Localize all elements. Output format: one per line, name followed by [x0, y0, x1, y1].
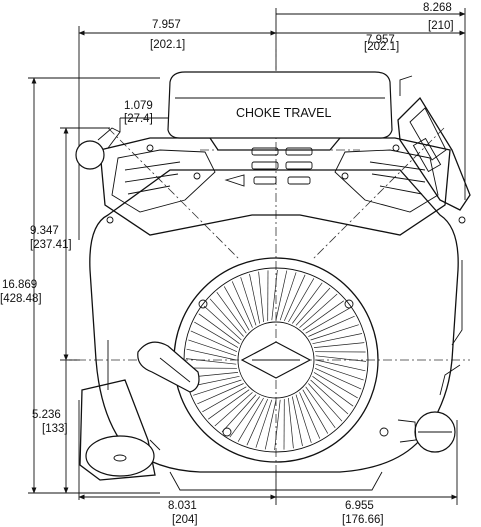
- dim-bottom-right-mm: [176.66]: [342, 514, 384, 526]
- blower-spoke: [310, 324, 359, 341]
- blower-spoke: [308, 383, 343, 422]
- blower-spoke: [190, 330, 238, 353]
- blower-spoke: [221, 394, 257, 433]
- blower-spoke: [255, 399, 273, 448]
- blower-spoke: [271, 269, 278, 321]
- dim-height-total-in: 16.869: [2, 279, 37, 291]
- blower-spoke: [312, 376, 354, 407]
- blower-spoke: [275, 270, 288, 321]
- muffler: [79, 340, 156, 481]
- blower-spoke: [312, 333, 363, 345]
- dim-top-far-in: 8.268: [423, 2, 452, 14]
- engine-body: [89, 71, 466, 473]
- oil-fill-cap: [397, 260, 463, 453]
- blower-spoke: [246, 398, 269, 446]
- blower-spoke: [185, 358, 237, 365]
- blower-spoke: [315, 359, 366, 372]
- blower-spoke: [308, 315, 355, 337]
- dimension-bottom: [78, 400, 458, 505]
- blower-spoke: [237, 397, 264, 442]
- choke-lever: [75, 127, 121, 170]
- dim-choke-mm: [27.4]: [124, 113, 153, 125]
- control-bracket: [397, 75, 471, 211]
- dim-height-low-in: 5.236: [32, 409, 61, 421]
- blower-spoke: [249, 273, 261, 324]
- blower-spoke: [186, 348, 237, 361]
- dim-top-right-mm: [202.1]: [364, 41, 399, 53]
- dim-bottom-left-in: 8.031: [168, 500, 197, 512]
- blower-spoke: [279, 272, 297, 321]
- blower-spoke: [302, 300, 345, 331]
- blower-spoke: [291, 396, 303, 447]
- dimension-top: [78, 8, 466, 240]
- dim-height-low-mm: [133]: [42, 423, 68, 435]
- blower-spoke: [292, 282, 323, 324]
- blower-spoke: [193, 379, 242, 396]
- choke-travel-label: CHOKE TRAVEL: [236, 106, 331, 120]
- blower-spoke: [295, 394, 312, 443]
- blower-spoke: [202, 386, 247, 413]
- blower-spoke: [315, 355, 367, 362]
- blower-spoke: [216, 291, 247, 334]
- blower-spoke: [299, 293, 338, 328]
- dim-choke-in: 1.079: [124, 100, 153, 112]
- blower-spoke: [188, 339, 237, 357]
- blower-spoke: [302, 389, 329, 434]
- blower-spoke: [209, 298, 244, 337]
- blower-spoke: [305, 307, 350, 334]
- blower-spoke: [288, 278, 315, 323]
- dim-top-left-mm: [202.1]: [150, 39, 185, 51]
- blower-spoke: [194, 321, 239, 348]
- dim-top-far-mm: [210]: [428, 20, 454, 32]
- blower-spoke: [203, 305, 242, 341]
- dimension-left: [28, 77, 160, 494]
- engine-base: [149, 439, 383, 491]
- dim-height-mid-in: 9.347: [30, 225, 59, 237]
- starter-handle: [137, 341, 200, 393]
- blower-spoke: [231, 281, 253, 328]
- blower-spoke: [240, 277, 257, 326]
- dim-height-mid-mm: [237.41]: [30, 239, 72, 251]
- dim-bottom-right-in: 6.955: [345, 500, 374, 512]
- blower-screen: [173, 257, 389, 463]
- blower-spoke: [305, 386, 336, 429]
- blower-spoke: [264, 399, 277, 450]
- blower-spoke: [198, 313, 240, 344]
- dim-top-right-in: 7.957: [366, 34, 395, 46]
- blower-spoke: [315, 363, 364, 381]
- blower-spoke: [295, 287, 331, 326]
- dim-bottom-left-mm: [204]: [172, 514, 198, 526]
- blower-spoke: [299, 392, 321, 439]
- blower-spoke: [313, 342, 365, 348]
- blower-spoke: [258, 271, 264, 323]
- blower-spoke: [229, 396, 260, 438]
- dimension-choke: [119, 117, 172, 132]
- blower-spoke: [283, 274, 306, 322]
- blower-spoke: [214, 392, 253, 427]
- dim-top-left-in: 7.957: [152, 19, 181, 31]
- blower-spoke: [223, 286, 250, 331]
- blower-spoke: [207, 389, 250, 420]
- blower-spoke: [197, 383, 244, 405]
- blower-spoke: [274, 399, 281, 451]
- blower-spoke: [310, 379, 349, 415]
- dim-height-total-mm: [428.48]: [0, 293, 42, 305]
- blower-spoke: [314, 367, 362, 390]
- blower-spoke: [288, 397, 294, 449]
- blower-spoke: [313, 372, 358, 399]
